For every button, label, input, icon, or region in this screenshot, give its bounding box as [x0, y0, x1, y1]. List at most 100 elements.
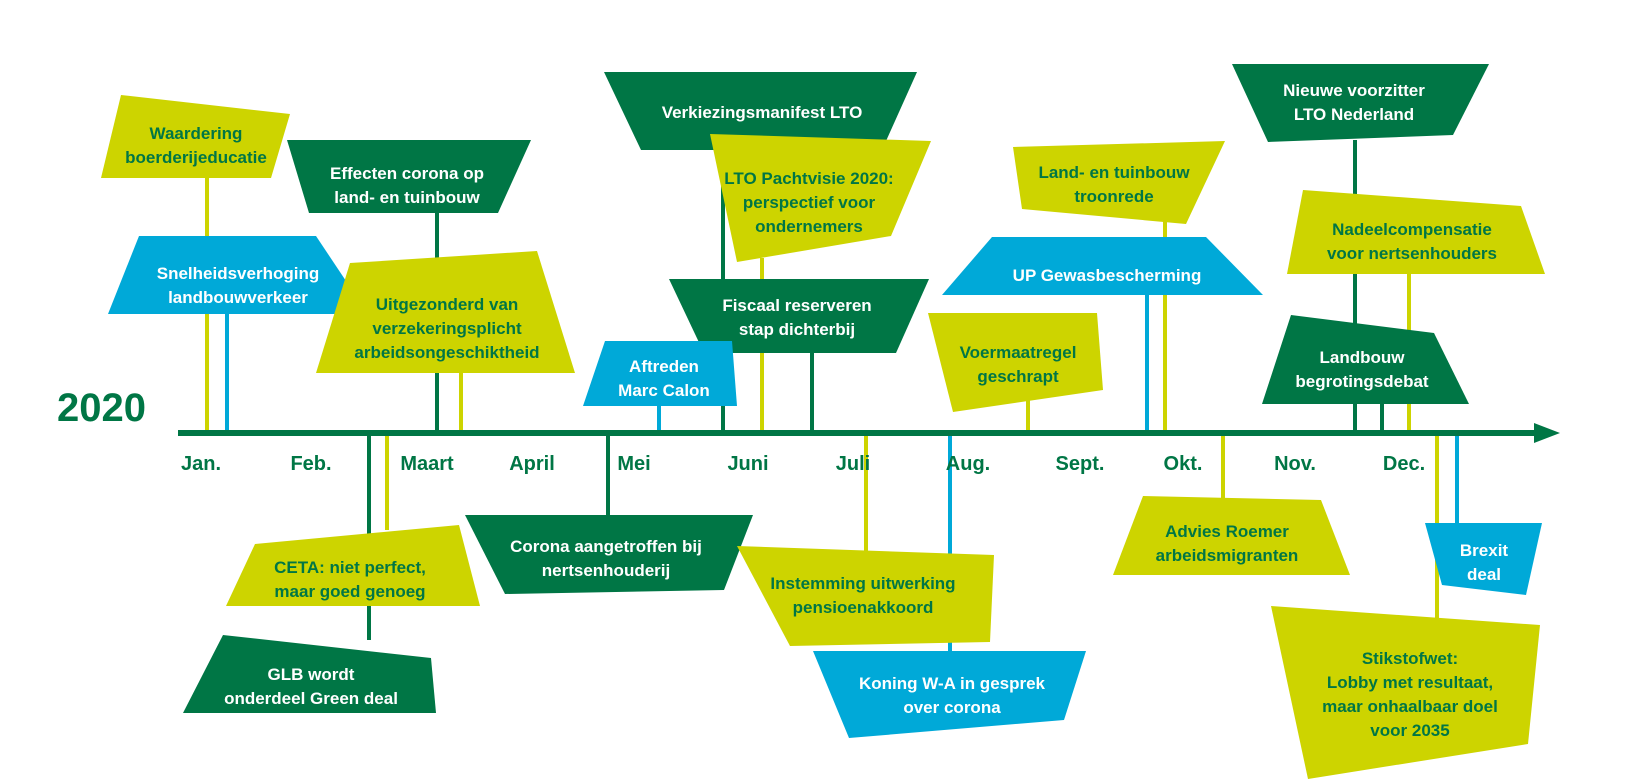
month-label: Maart — [400, 453, 454, 475]
event-label-line: geschrapt — [977, 367, 1059, 386]
event-label-line: perspectief voor — [743, 193, 876, 212]
event-label-line: Lobby met resultaat, — [1327, 673, 1493, 692]
event-begrotingsdebat: Landbouw begrotingsdebat — [1262, 315, 1469, 404]
event-label-line: onderdeel Green deal — [224, 689, 398, 708]
month-label: Juni — [727, 453, 768, 475]
event-box-shape — [316, 251, 575, 373]
event-label-line: Instemming uitwerking — [770, 574, 955, 593]
axis-arrow-icon — [1534, 423, 1560, 443]
event-box-shape — [226, 525, 480, 606]
event-box-shape — [1013, 141, 1225, 224]
event-up-gewas: UP Gewasbescherming — [942, 237, 1263, 295]
event-label-line: maar goed genoeg — [274, 582, 425, 601]
event-label-line: Waardering — [150, 124, 243, 143]
event-label-line: Voermaatregel — [960, 343, 1077, 362]
event-koning: Koning W-A in gesprek over corona — [813, 651, 1086, 738]
event-box-shape — [710, 134, 931, 262]
event-label-line: Verkiezingsmanifest LTO — [662, 103, 863, 122]
event-label-line: Brexit — [1460, 541, 1509, 560]
event-pensioen: Instemming uitwerking pensioenakkoord — [737, 546, 994, 646]
month-label: Aug. — [946, 453, 990, 475]
event-roemer: Advies Roemer arbeidsmigranten — [1113, 496, 1350, 575]
month-label: April — [509, 453, 555, 475]
event-box-shape — [737, 546, 994, 646]
event-box-shape — [604, 72, 917, 150]
event-label-line: landbouwverkeer — [168, 288, 308, 307]
month-label: Mei — [617, 453, 650, 475]
event-corona-nerts: Corona aangetroffen bij nertsenhouderij — [465, 515, 753, 594]
event-label-line: Landbouw — [1320, 348, 1406, 367]
event-box-shape — [942, 237, 1263, 295]
event-label-line: ondernemers — [755, 217, 863, 236]
event-waardering: Waardering boerderijeducatie — [101, 95, 290, 178]
event-snelheidsverhoging: Snelheidsverhoging landbouwverkeer — [108, 236, 368, 314]
event-verkiezingsmanifest: Verkiezingsmanifest LTO — [604, 72, 917, 150]
event-box-shape — [813, 651, 1086, 738]
event-label-line: stap dichterbij — [739, 320, 855, 339]
event-pachtvisie: LTO Pachtvisie 2020: perspectief voor onde… — [710, 134, 931, 262]
event-label-line: Effecten corona op — [330, 164, 484, 183]
event-label-line: Uitgezonderd van — [376, 295, 519, 314]
event-brexit: Brexit deal — [1425, 523, 1542, 595]
event-box-shape — [101, 95, 290, 178]
event-label-line: verzekeringsplicht — [372, 319, 522, 338]
event-label-line: nertsenhouderij — [542, 561, 670, 580]
event-label-line: boerderijeducatie — [125, 148, 267, 167]
event-label-line: deal — [1467, 565, 1501, 584]
event-box-shape — [1271, 606, 1540, 779]
event-label-line: Koning W-A in gesprek — [859, 674, 1046, 693]
month-label: Juli — [836, 453, 870, 475]
event-box-shape — [1262, 315, 1469, 404]
event-label-line: Corona aangetroffen bij — [510, 537, 702, 556]
year-label: 2020 — [57, 386, 146, 430]
event-label-line: UP Gewasbescherming — [1013, 266, 1202, 285]
event-label-line: Stikstofwet: — [1362, 649, 1458, 668]
event-box-shape — [287, 140, 531, 213]
event-label-line: pensioenakkoord — [793, 598, 934, 617]
event-label-line: Nieuwe voorzitter — [1283, 81, 1425, 100]
event-stikstof: Stikstofwet: Lobby met resultaat, maar onh… — [1271, 606, 1540, 779]
event-label-line: Fiscaal reserveren — [722, 296, 871, 315]
event-box-shape — [583, 341, 737, 406]
event-label-line: GLB wordt — [268, 665, 355, 684]
event-label-line: begrotingsdebat — [1295, 372, 1429, 391]
event-label-line: land- en tuinbouw — [334, 188, 480, 207]
event-label-line: maar onhaalbaar doel — [1322, 697, 1498, 716]
event-nadeelcompensatie: Nadeelcompensatie voor nertsenhouders — [1287, 190, 1545, 274]
month-label: Nov. — [1274, 453, 1316, 475]
event-label-line: voor nertsenhouders — [1327, 244, 1497, 263]
event-box-shape — [108, 236, 368, 314]
event-label-line: troonrede — [1074, 187, 1153, 206]
month-label: Feb. — [290, 453, 331, 475]
month-label: Sept. — [1056, 453, 1105, 475]
event-label-line: voor 2035 — [1370, 721, 1449, 740]
event-label-line: Snelheidsverhoging — [157, 264, 319, 283]
event-troonrede: Land- en tuinbouw troonrede — [1013, 141, 1225, 224]
event-ceta: CETA: niet perfect, maar goed genoeg — [226, 525, 480, 606]
event-fiscaal: Fiscaal reserveren stap dichterbij — [669, 279, 929, 353]
event-glb: GLB wordt onderdeel Green deal — [183, 635, 436, 713]
month-label: Okt. — [1164, 453, 1203, 475]
event-voermaatregel: Voermaatregel geschrapt — [928, 313, 1103, 412]
event-label-line: Marc Calon — [618, 381, 710, 400]
event-label-line: CETA: niet perfect, — [274, 558, 426, 577]
event-label-line: LTO Pachtvisie 2020: — [724, 169, 893, 188]
event-label-line: arbeidsmigranten — [1156, 546, 1299, 565]
event-label-line: Land- en tuinbouw — [1038, 163, 1190, 182]
event-box-shape — [465, 515, 753, 594]
month-label: Jan. — [181, 453, 221, 475]
event-effecten-corona: Effecten corona op land- en tuinbouw — [287, 140, 531, 213]
event-box-shape — [1232, 64, 1489, 142]
event-box-shape — [928, 313, 1103, 412]
month-label: Dec. — [1383, 453, 1425, 475]
event-label-line: over corona — [903, 698, 1001, 717]
event-box-shape — [1425, 523, 1542, 595]
event-label-line: Nadeelcompensatie — [1332, 220, 1492, 239]
event-box-shape — [669, 279, 929, 353]
timeline-axis: Jan. Feb. Maart April Mei Juni Juli Aug. Sept. Ok… — [178, 423, 1560, 475]
event-label-line: Advies Roemer — [1165, 522, 1289, 541]
event-uitgezonderd: Uitgezonderd vanverzekeringsplichtarbeid… — [316, 251, 575, 373]
